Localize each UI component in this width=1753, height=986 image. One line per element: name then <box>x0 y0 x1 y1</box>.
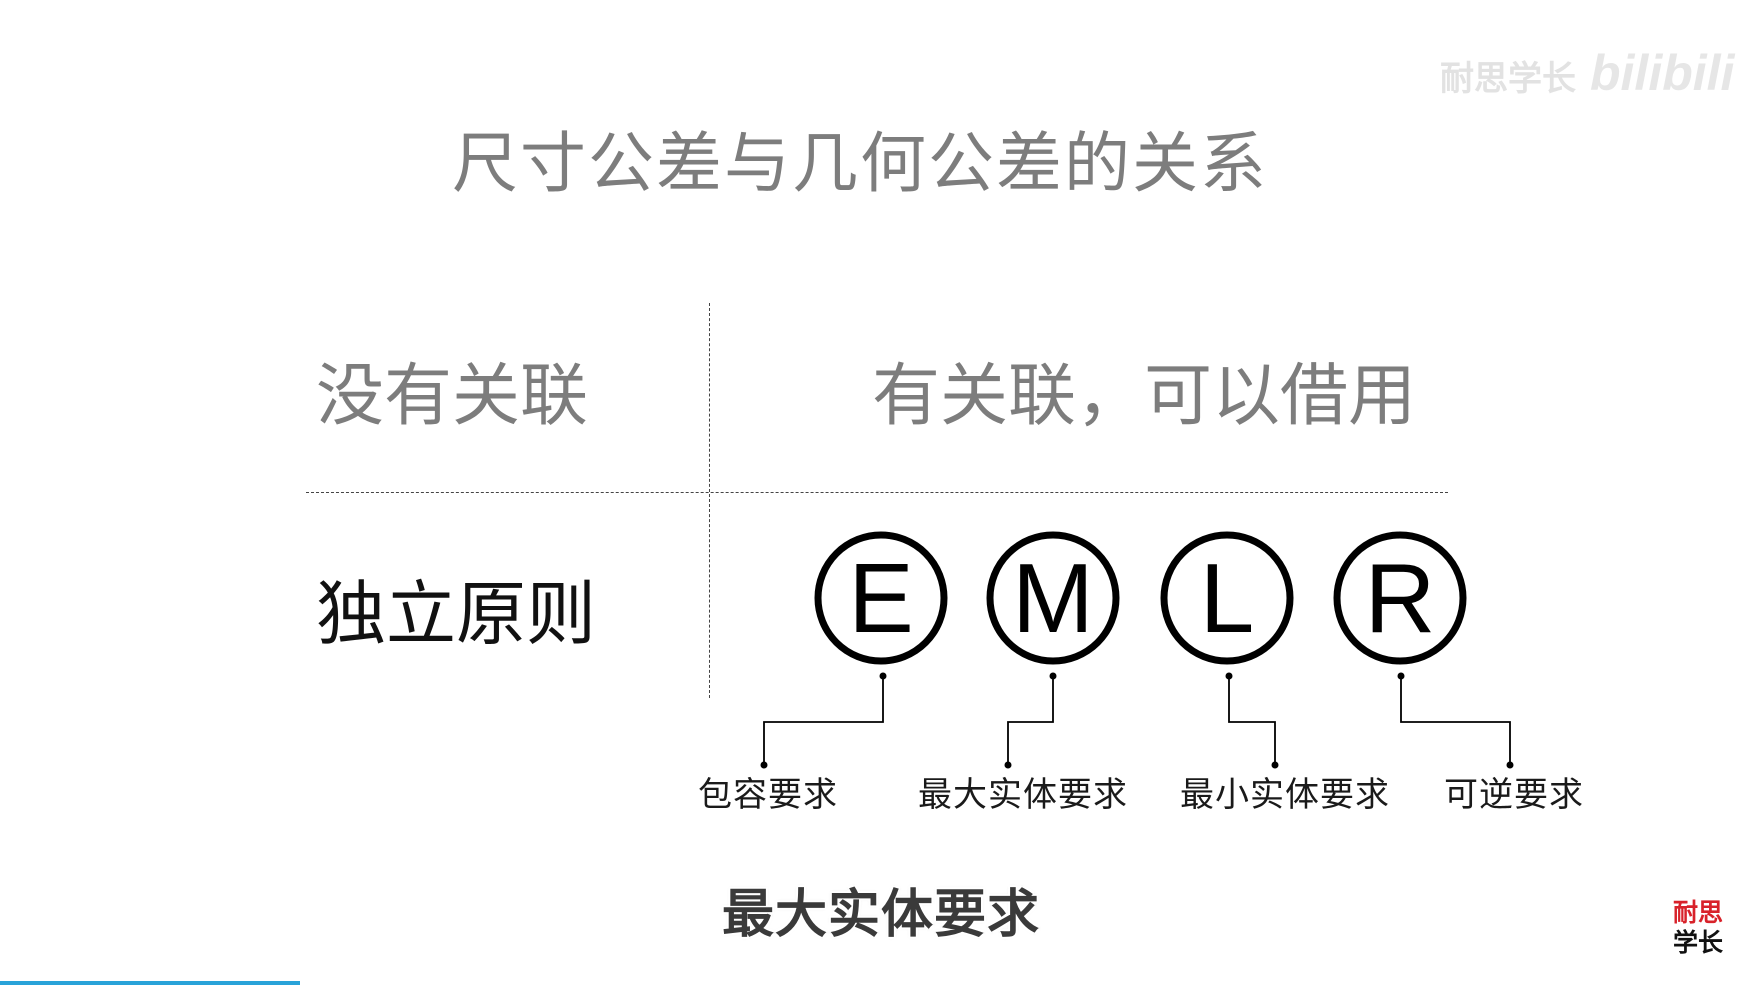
connector-m <box>1007 676 1054 765</box>
label-reciprocity-requirement: 可逆要求 <box>1444 775 1584 815</box>
dot-e-bottom <box>760 761 768 769</box>
symbol-e: E <box>814 531 948 665</box>
connector-r <box>1400 676 1511 765</box>
connector-e <box>763 676 884 765</box>
dot-e-top <box>879 672 887 680</box>
symbol-l: L <box>1160 531 1294 665</box>
symbol-l-letter: L <box>1200 543 1255 653</box>
dot-l-bottom <box>1271 761 1279 769</box>
bilibili-watermark: 耐思学长 bilibili <box>1440 44 1734 102</box>
dot-l-top <box>1225 672 1233 680</box>
slide-title: 尺寸公差与几何公差的关系 <box>452 125 1268 202</box>
principle-label: 独立原则 <box>316 573 596 655</box>
dot-m-bottom <box>1004 761 1012 769</box>
left-heading: 没有关联 <box>316 357 589 436</box>
dot-m-top <box>1049 672 1057 680</box>
label-envelope-requirement: 包容要求 <box>698 775 838 815</box>
symbol-e-letter: E <box>848 543 913 653</box>
channel-logo-line2: 学长 <box>1672 928 1723 957</box>
symbol-r: R <box>1333 531 1467 665</box>
horizontal-divider <box>306 492 1448 493</box>
dot-r-bottom <box>1506 761 1514 769</box>
label-min-material-requirement: 最小实体要求 <box>1180 775 1390 815</box>
bilibili-logo-icon: bilibili <box>1590 45 1735 101</box>
playback-progress-bar[interactable] <box>0 981 300 985</box>
symbol-m: M <box>986 531 1120 665</box>
symbol-e-circle <box>814 531 948 665</box>
channel-logo: 耐思 学长 <box>1668 898 1728 958</box>
connector-l <box>1228 676 1276 765</box>
symbol-m-letter: M <box>1012 543 1094 653</box>
symbol-r-letter: R <box>1365 543 1436 653</box>
channel-logo-line1: 耐思 <box>1672 898 1723 927</box>
dot-r-top <box>1397 672 1405 680</box>
symbol-m-circle <box>986 531 1120 665</box>
symbol-r-circle <box>1333 531 1467 665</box>
vertical-divider <box>709 303 710 698</box>
watermark-channel: 耐思学长 <box>1440 59 1576 99</box>
symbol-l-circle <box>1160 531 1294 665</box>
right-heading: 有关联，可以借用 <box>872 357 1417 436</box>
video-subtitle: 最大实体要求 <box>722 885 1041 945</box>
label-max-material-requirement: 最大实体要求 <box>918 775 1128 815</box>
